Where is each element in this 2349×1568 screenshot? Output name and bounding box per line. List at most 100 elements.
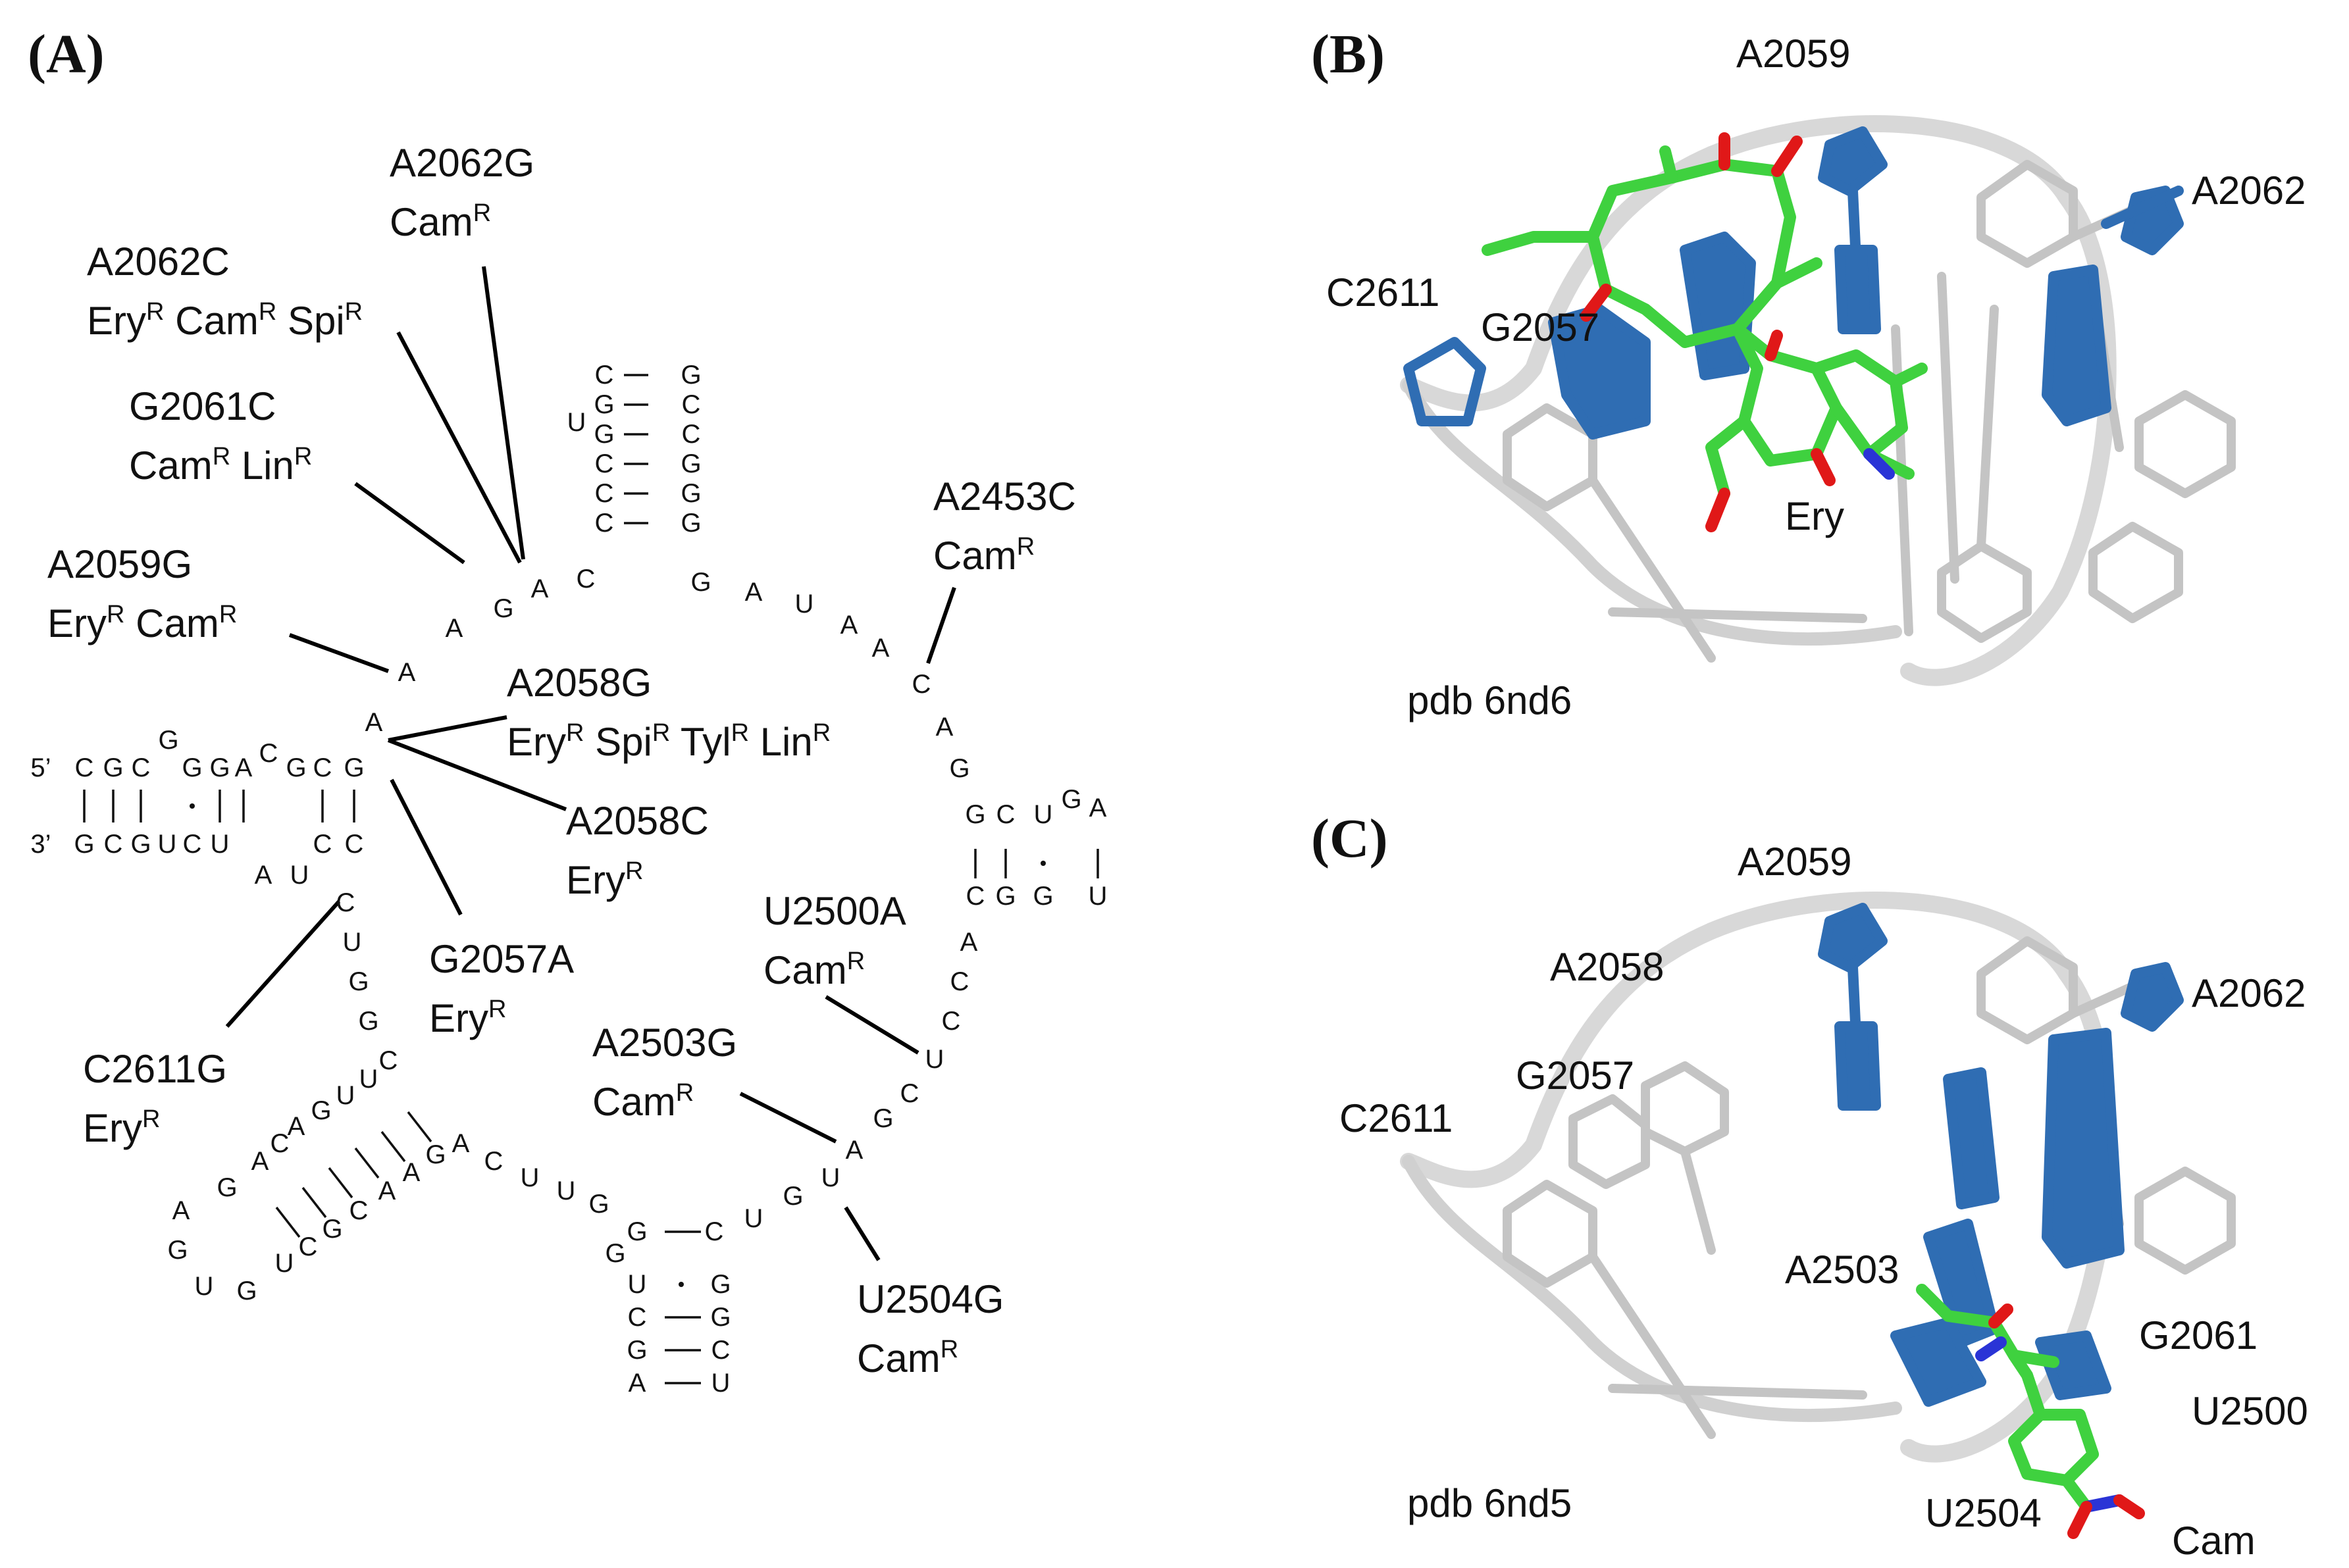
svg-text:U: U bbox=[521, 1163, 540, 1192]
svg-text:U: U bbox=[821, 1163, 840, 1192]
svg-text:CamR: CamR bbox=[857, 1336, 958, 1380]
rna-backbone-c bbox=[1400, 892, 2236, 1463]
label-b-ery: Ery bbox=[1785, 494, 1844, 538]
svg-text:C: C bbox=[595, 479, 614, 508]
svg-text:C: C bbox=[942, 1007, 961, 1036]
mutation-c2611g: C2611G EryR bbox=[83, 1047, 227, 1150]
svg-text:C: C bbox=[336, 888, 355, 917]
svg-text:G: G bbox=[167, 1236, 188, 1265]
panel-a: (A) bbox=[28, 24, 1107, 1398]
svg-text:A: A bbox=[235, 753, 253, 782]
svg-text:C: C bbox=[132, 753, 151, 782]
svg-text:C: C bbox=[345, 830, 364, 859]
label-c-a2503: A2503 bbox=[1785, 1248, 1899, 1292]
mutation-g2057a: G2057A EryR bbox=[429, 937, 574, 1040]
svg-text:G: G bbox=[1033, 882, 1053, 911]
svg-text:G: G bbox=[158, 726, 178, 755]
label-b-c2611: C2611 bbox=[1326, 270, 1439, 315]
svg-text:C: C bbox=[379, 1046, 398, 1075]
svg-text:G: G bbox=[209, 753, 230, 782]
svg-text:G: G bbox=[594, 420, 614, 449]
svg-text:U: U bbox=[1089, 882, 1108, 911]
chloramphenicol-sticks bbox=[1916, 1284, 2145, 1539]
label-b-a2062: A2062 bbox=[2192, 168, 2306, 213]
svg-text:U: U bbox=[1034, 800, 1053, 829]
svg-text:A: A bbox=[172, 1196, 190, 1225]
svg-text:EryR: EryR bbox=[566, 857, 643, 902]
label-c-a2059: A2059 bbox=[1738, 840, 1852, 884]
svg-text:A: A bbox=[629, 1369, 646, 1398]
svg-text:G: G bbox=[627, 1217, 647, 1246]
svg-text:G: G bbox=[995, 882, 1016, 911]
svg-text:A2058C: A2058C bbox=[566, 799, 709, 843]
svg-text:C: C bbox=[628, 1303, 647, 1332]
svg-text:C: C bbox=[682, 390, 701, 419]
panel-b: (B) bbox=[1311, 24, 2306, 722]
svg-text:A2058G: A2058G bbox=[507, 661, 652, 705]
svg-text:C: C bbox=[705, 1217, 724, 1246]
label-c-u2500: U2500 bbox=[2192, 1389, 2308, 1433]
svg-text:G: G bbox=[690, 568, 711, 597]
svg-text:C: C bbox=[484, 1147, 503, 1176]
svg-text:A: A bbox=[365, 708, 383, 737]
svg-text:A: A bbox=[288, 1112, 305, 1141]
svg-text:U: U bbox=[925, 1045, 944, 1074]
svg-text:G: G bbox=[493, 594, 513, 623]
svg-text:G: G bbox=[627, 1336, 647, 1365]
svg-text:G: G bbox=[710, 1270, 731, 1299]
svg-text:A: A bbox=[452, 1129, 470, 1158]
svg-text:G: G bbox=[681, 509, 701, 538]
svg-text:G: G bbox=[236, 1277, 257, 1305]
mutation-a2058g: A2058G EryR SpiR TylR LinR bbox=[507, 661, 831, 764]
svg-text:C: C bbox=[900, 1079, 919, 1108]
panel-b-label: (B) bbox=[1311, 24, 1385, 85]
svg-text:G: G bbox=[182, 753, 202, 782]
svg-text:G: G bbox=[322, 1215, 342, 1244]
panel-c-label: (C) bbox=[1311, 808, 1388, 869]
svg-text:G: G bbox=[783, 1182, 803, 1211]
panel-b-labels: A2059 A2062 C2611 G2057 Ery pdb 6nd6 bbox=[1326, 32, 2306, 722]
svg-text:C: C bbox=[682, 420, 701, 449]
label-c-u2504: U2504 bbox=[1925, 1491, 2042, 1535]
leader-lines bbox=[225, 266, 956, 1261]
panel-c-labels: A2059 A2058 A2062 G2057 C2611 A2503 G206… bbox=[1339, 840, 2308, 1563]
leader-u2500a bbox=[825, 995, 919, 1055]
mutation-a2503g: A2503G CamR bbox=[592, 1021, 737, 1124]
svg-text:C: C bbox=[271, 1129, 290, 1158]
svg-text:A2062G: A2062G bbox=[390, 141, 534, 185]
label-c-cam: Cam bbox=[2172, 1519, 2256, 1563]
svg-text:U: U bbox=[336, 1081, 355, 1110]
leader-a2062g bbox=[482, 266, 525, 560]
svg-text:U: U bbox=[711, 1369, 731, 1398]
svg-text:G: G bbox=[1061, 785, 1081, 814]
svg-text:A2062C: A2062C bbox=[87, 240, 230, 284]
svg-text:C: C bbox=[950, 967, 969, 996]
svg-text:U2504G: U2504G bbox=[857, 1277, 1004, 1321]
leader-a2453c bbox=[926, 587, 956, 664]
svg-text:A: A bbox=[840, 611, 858, 640]
svg-text:G: G bbox=[425, 1140, 446, 1169]
svg-text:U2500A: U2500A bbox=[763, 889, 906, 933]
label-b-a2059: A2059 bbox=[1736, 32, 1851, 76]
svg-text:C: C bbox=[313, 753, 332, 782]
leader-a2058g bbox=[388, 715, 507, 742]
svg-text:5’: 5’ bbox=[30, 753, 51, 782]
svg-text:A: A bbox=[1089, 794, 1107, 822]
svg-text:A: A bbox=[960, 928, 978, 957]
svg-text:A: A bbox=[251, 1147, 269, 1176]
mutation-u2504g: U2504G CamR bbox=[857, 1277, 1004, 1380]
svg-text:C: C bbox=[595, 361, 614, 390]
label-b-pdb: pdb 6nd6 bbox=[1407, 678, 1572, 722]
label-c-a2062: A2062 bbox=[2192, 971, 2306, 1015]
mutation-a2058c: A2058C EryR bbox=[566, 799, 709, 902]
label-c-pdb: pdb 6nd5 bbox=[1407, 1481, 1572, 1525]
svg-text:A: A bbox=[446, 614, 463, 643]
svg-text:G: G bbox=[710, 1303, 731, 1332]
svg-text:G: G bbox=[965, 800, 985, 829]
svg-text:G: G bbox=[588, 1190, 609, 1219]
base-pair-bonds bbox=[83, 374, 1099, 1384]
svg-text:G2057A: G2057A bbox=[429, 937, 574, 981]
svg-text:C: C bbox=[595, 449, 614, 478]
svg-text:G: G bbox=[358, 1007, 378, 1036]
svg-text:G2061C: G2061C bbox=[129, 384, 276, 428]
